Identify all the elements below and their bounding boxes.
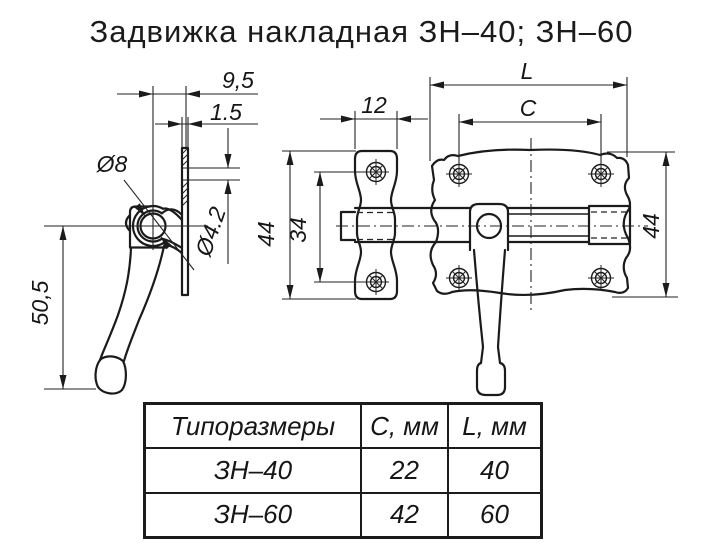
front-view: 12 L C [253,58,678,397]
dim-hole-diameter-label: Ø4.2 [190,203,231,260]
size-table: Типоразмеры C, мм L, мм ЗН–40 22 40 ЗН–6… [143,402,543,539]
dim-keeper-hole-spacing: 34 [285,171,366,283]
handle-hub [468,202,510,252]
dim-overall-length: L [429,58,628,161]
dim-keeper-height: 44 [253,150,356,300]
dim-plate-height-label: 44 [638,213,664,239]
bolt-guide-right [506,206,591,244]
keeper-plate [353,149,399,301]
dim-plate-thickness: 1.5 [155,99,258,147]
handle-side-right-edge [122,244,166,363]
page-title: Задвижка накладная ЗН–40; ЗН–60 [89,14,634,49]
dim-overall-height: 50,5 [27,226,96,390]
handle-side-left-edge [98,246,133,362]
keeper-screw-hole-bottom [363,269,389,295]
handle-side-knob [94,355,127,395]
latch-housing [128,205,169,249]
size-table-header-row: Типоразмеры C, мм L, мм [143,402,543,450]
l-value-cell: 40 [447,447,543,494]
table-row: ЗН–40 22 40 [143,447,543,494]
handle-front [468,202,510,397]
dim-hole-spacing: C [458,95,602,163]
dim-keeper-width-label: 12 [361,92,387,118]
model-cell: ЗН–60 [143,491,362,539]
dim-keeper-width: 12 [320,92,428,149]
dim-plate-thickness-label: 1.5 [210,99,242,125]
cap-hidden-edges [591,211,628,239]
dim-rod-diameter-label: Ø8 [96,151,128,177]
dim-keeper-height-label: 44 [253,221,279,247]
main-plate [429,148,632,296]
bolt-rod-right [508,213,589,237]
table-row: ЗН–60 42 60 [143,491,543,539]
col-header-c-mm: C, мм [360,402,449,450]
dim-keeper-hole-spacing-label: 34 [285,217,311,243]
dim-rod-diameter: Ø8 [96,151,195,271]
handle-front-body [472,248,507,397]
dim-plate-height: 44 [607,151,678,298]
l-value-cell: 60 [447,491,543,539]
plate-screw-hole-bottom-left [446,265,472,291]
dim-overall-length-label: L [521,58,534,84]
housing-bump [124,213,132,233]
plate-screw-hole-bottom-right [588,265,614,291]
clip-strap-top-outer [161,207,184,222]
c-value-cell: 42 [360,491,449,539]
flange-plate-section [180,146,190,297]
dim-hole-spacing-label: C [520,95,537,121]
bolt-assembly [339,204,632,246]
plate-screw-hole-top-left [446,161,472,187]
dim-flange-width: 9,5 [117,67,258,204]
dim-overall-height-label: 50,5 [27,280,53,325]
c-value-cell: 22 [360,447,449,494]
side-view: 9,5 1.5 Ø8 [27,67,258,395]
keeper-screw-hole-top [363,159,389,185]
clip-strap-top-inner [160,208,184,217]
model-cell: ЗН–40 [143,447,362,494]
bolt-end-cap [587,204,632,246]
dim-flange-width-label: 9,5 [222,67,254,93]
col-header-l-mm: L, мм [447,402,543,450]
dim-hole-diameter: Ø4.2 [182,128,240,264]
plate-screw-hole-top-right [588,161,614,187]
section-hatching [181,147,189,207]
col-header-typesizes: Типоразмеры [143,402,362,450]
